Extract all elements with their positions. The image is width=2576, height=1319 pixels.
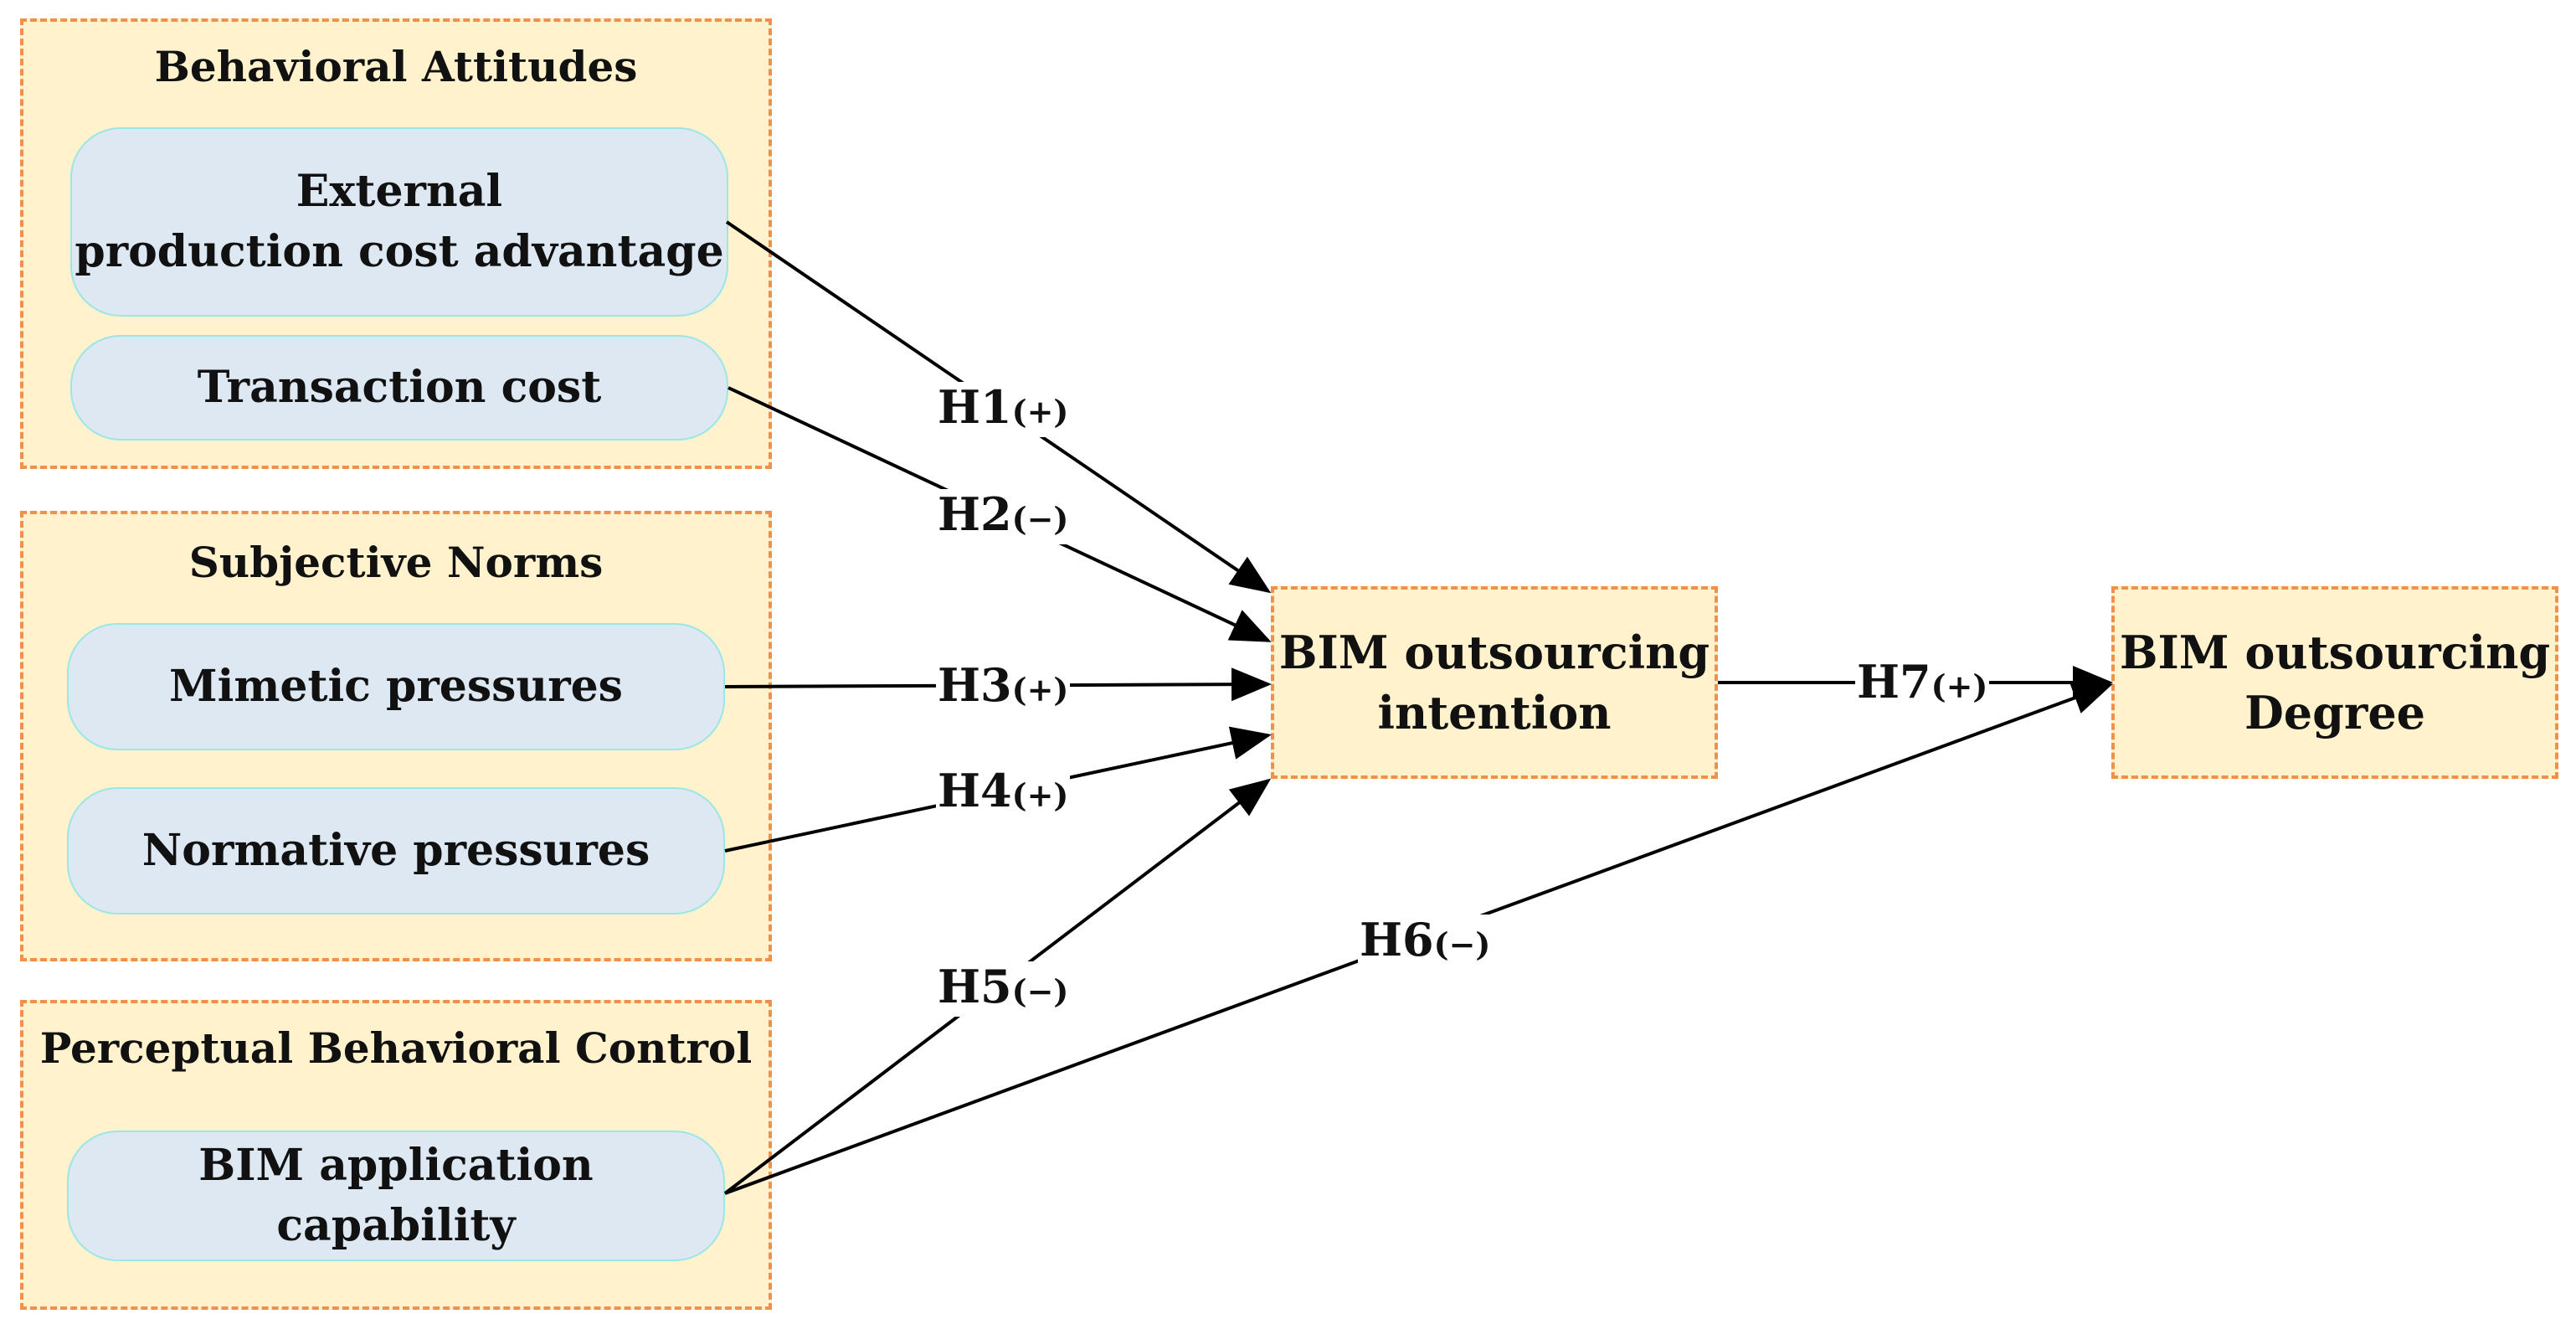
hypothesis-sign: (−) — [1011, 972, 1069, 1010]
hypothesis-label-h4: H4(+) — [936, 764, 1071, 821]
hypothesis-label-h5: H5(−) — [936, 960, 1071, 1017]
hypothesis-sign: (+) — [1011, 776, 1069, 814]
hypothesis-id: H2 — [938, 487, 1012, 541]
hypothesis-label-h2: H2(−) — [936, 487, 1071, 544]
outcome-bim-outsourcing-degree: BIM outsourcing Degree — [2111, 586, 2558, 779]
hypothesis-id: H5 — [938, 960, 1012, 1013]
hypothesis-label-h6: H6(−) — [1358, 913, 1493, 970]
hypothesis-id: H4 — [938, 764, 1012, 817]
hypothesis-label-h3: H3(+) — [936, 658, 1071, 715]
hypothesis-id: H3 — [938, 658, 1012, 712]
group-title-perceptual-behavioral-control: Perceptual Behavioral Control — [39, 1023, 753, 1073]
variable-mimetic-pressures: Mimetic pressures — [67, 623, 725, 750]
variable-bim-application-capability: BIM application capability — [67, 1131, 725, 1261]
hypothesis-label-h7: H7(+) — [1855, 655, 1990, 712]
hypothesis-id: H7 — [1857, 655, 1931, 708]
hypothesis-sign: (+) — [1011, 393, 1069, 430]
group-title-behavioral-attitudes: Behavioral Attitudes — [154, 42, 638, 91]
group-title-subjective-norms: Subjective Norms — [188, 538, 604, 587]
hypothesis-sign: (+) — [1011, 671, 1069, 708]
variable-transaction-cost: Transaction cost — [70, 335, 728, 441]
hypothesis-sign: (−) — [1433, 925, 1491, 963]
hypothesis-sign: (−) — [1011, 500, 1069, 538]
hypothesis-id: H6 — [1360, 913, 1434, 966]
outcome-bim-outsourcing-intention: BIM outsourcing intention — [1271, 586, 1718, 779]
hypothesis-sign: (+) — [1931, 667, 1988, 705]
hypothesis-label-h1: H1(+) — [936, 380, 1071, 437]
hypothesis-id: H1 — [938, 380, 1012, 434]
variable-external-production-cost-advantage: External production cost advantage — [70, 127, 728, 317]
variable-normative-pressures: Normative pressures — [67, 787, 725, 915]
